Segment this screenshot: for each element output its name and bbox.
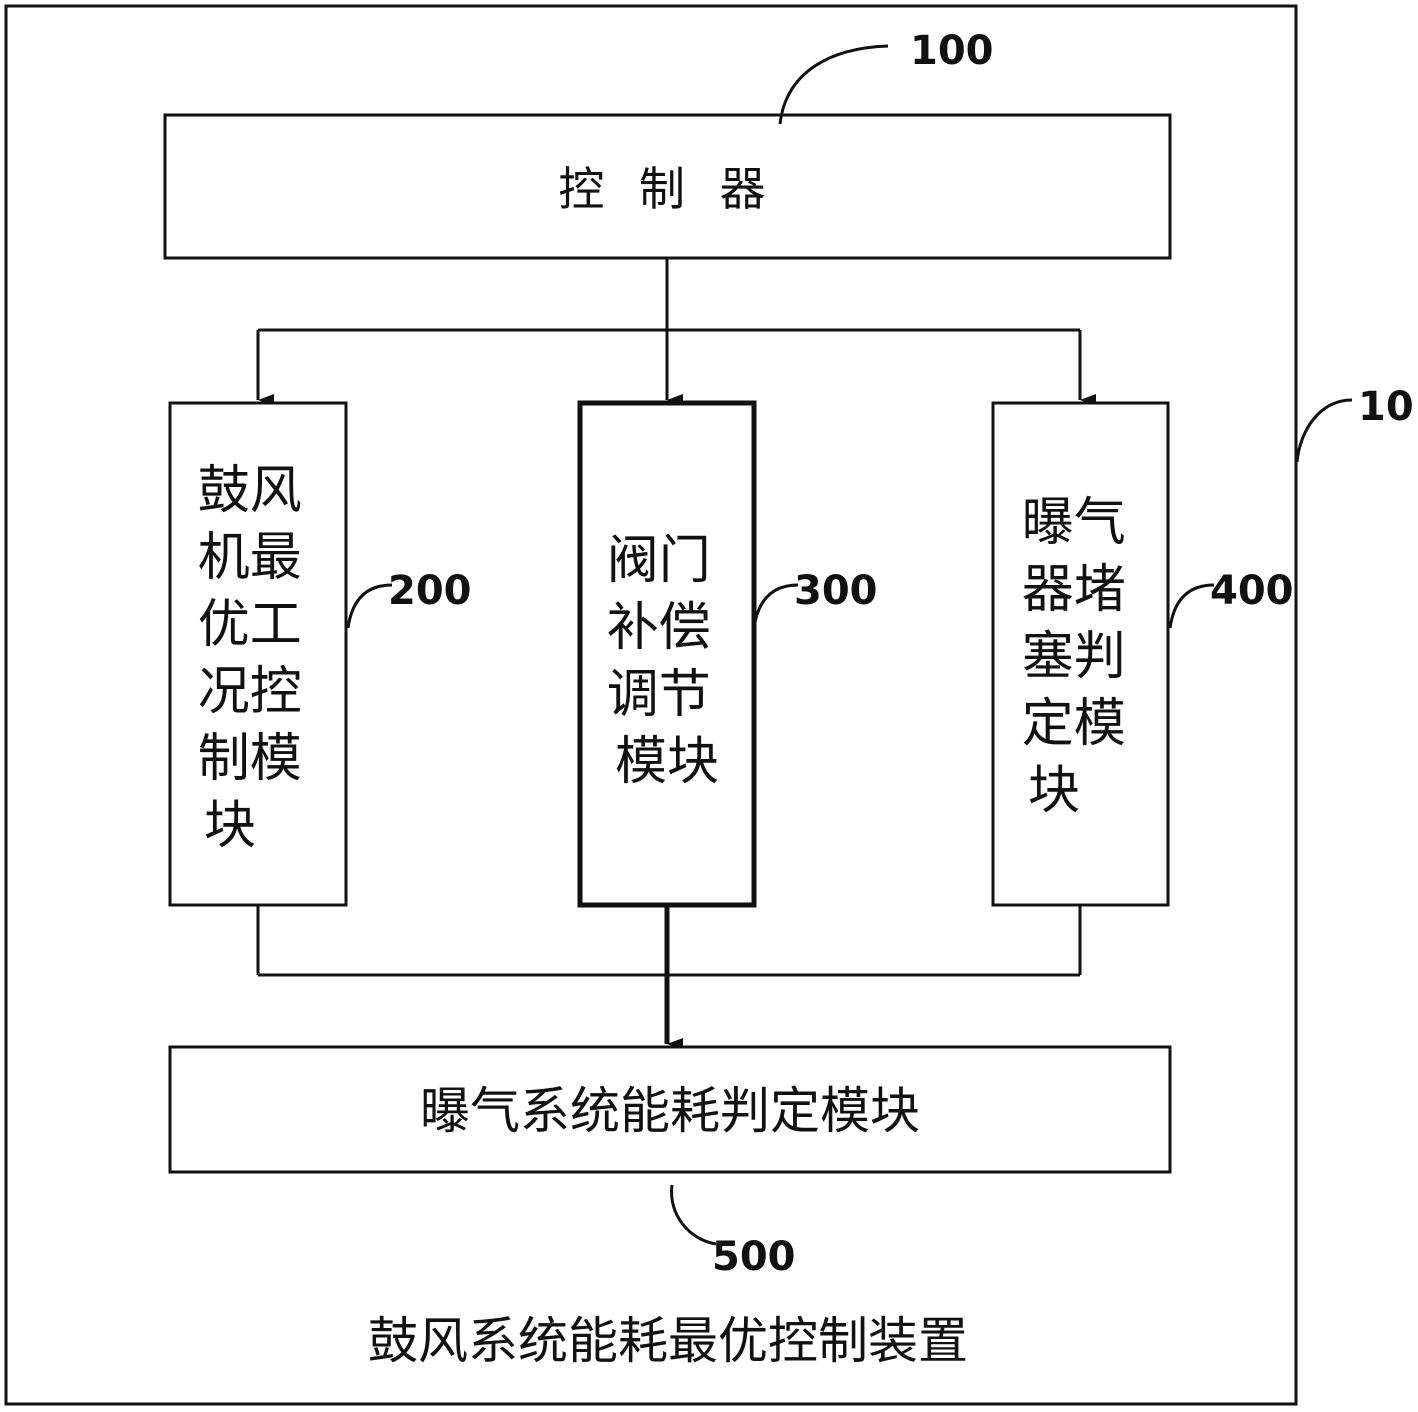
module-200-line: 机最 — [198, 528, 302, 588]
module-400-ref-leader — [1168, 583, 1215, 629]
module-200-line: 块 — [204, 796, 256, 856]
module-400-line: 定模 — [1022, 694, 1126, 754]
module-200-ref-leader — [346, 583, 393, 629]
energy-module-box — [168, 1045, 1172, 1174]
module-300-ref-label: 300 — [794, 568, 878, 614]
module-300-line: 调节 — [607, 665, 711, 725]
module-300-ref-leader — [752, 583, 799, 629]
module-200-line: 鼓风 — [198, 461, 302, 521]
device-ref-leader — [1295, 398, 1353, 463]
device-frame — [4, 4, 1298, 1406]
module-400-ref-label: 400 — [1210, 568, 1294, 614]
module-200-ref-label: 200 — [388, 568, 472, 614]
module-400-line: 块 — [1028, 761, 1080, 821]
energy-module-ref-label: 500 — [712, 1234, 796, 1280]
device-caption: 鼓风系统能耗最优控制装置 — [368, 1312, 968, 1370]
module-300-box — [577, 400, 757, 908]
module-300-line: 阀门 — [607, 531, 711, 591]
module-300-line: 模块 — [615, 732, 719, 792]
module-200-label: 鼓风 机最 优工 况控 制模 块 — [198, 461, 319, 856]
module-200-line: 况控 — [198, 662, 302, 722]
module-200-box — [168, 401, 348, 907]
energy-module-ref-leader — [670, 1184, 717, 1246]
module-400-box — [991, 401, 1170, 907]
module-400-line: 器堵 — [1022, 560, 1126, 620]
module-400-line: 塞判 — [1022, 627, 1126, 687]
module-200-line: 制模 — [198, 729, 302, 789]
module-400-label: 曝气 器堵 塞判 定模 块 — [1022, 493, 1143, 821]
energy-module-label: 曝气系统能耗判定模块 — [420, 1082, 920, 1140]
module-300-line: 补偿 — [607, 598, 711, 658]
device-ref-label: 10 — [1358, 384, 1414, 430]
module-200-line: 优工 — [198, 595, 302, 655]
controller-ref-label: 100 — [910, 28, 994, 74]
controller-ref-leader — [778, 44, 889, 125]
module-400-line: 曝气 — [1022, 493, 1126, 553]
controller-label: 控 制 器 — [558, 162, 775, 216]
module-300-label: 阀门 补偿 调节 模块 — [607, 531, 728, 792]
